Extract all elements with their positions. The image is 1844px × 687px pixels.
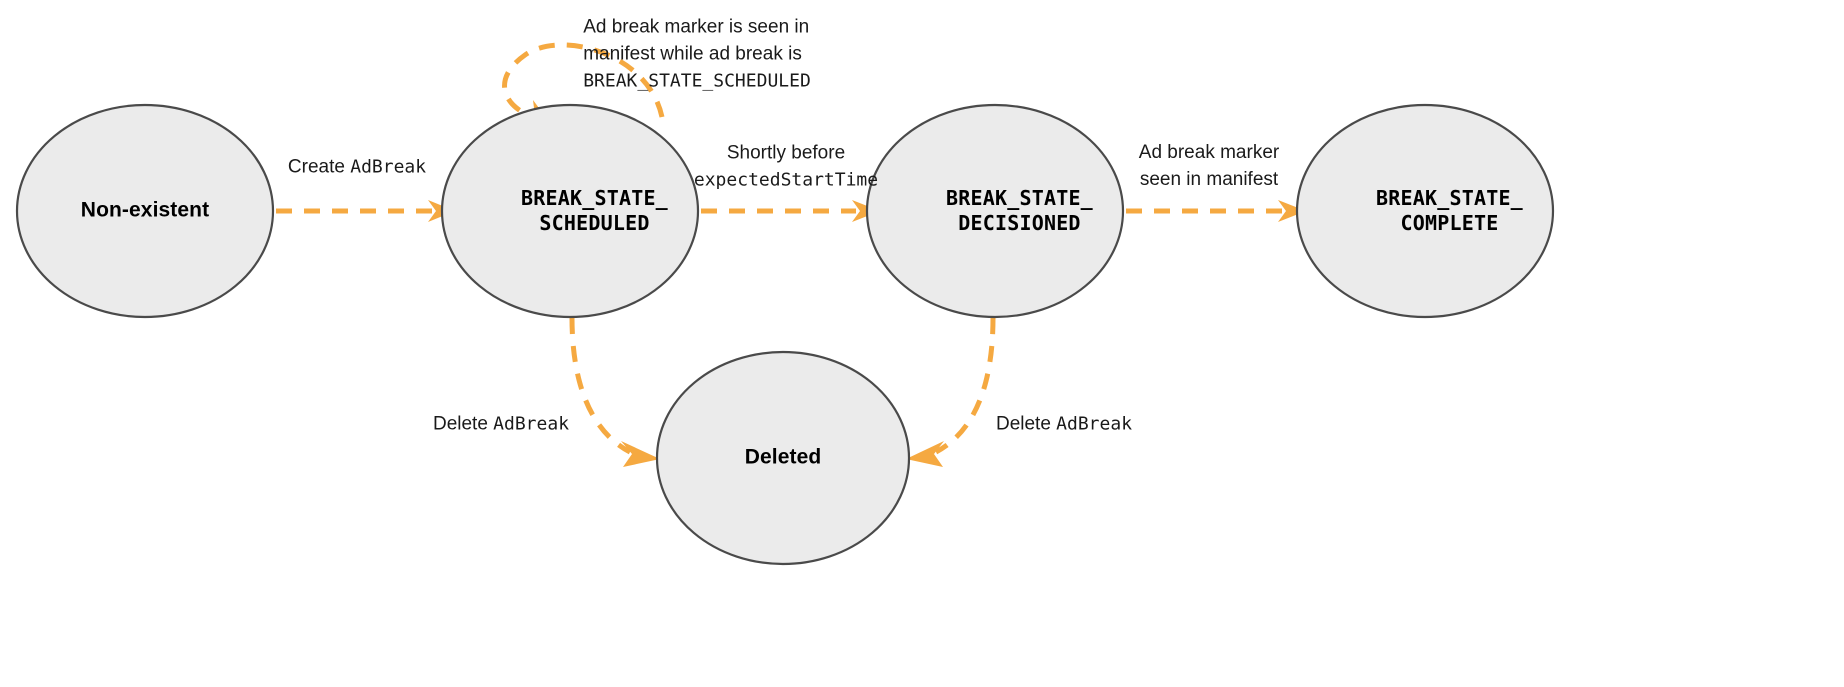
arrowhead [621,441,660,467]
edge-line [934,317,996,455]
arrowhead [1278,200,1306,222]
edge-shortly-before-expected-start-time [701,200,880,222]
edge-ad-break-marker-seen-in-manifest [1126,200,1306,222]
edge-delete-adbreak-from-decisioned [906,317,996,467]
arrowhead [906,441,944,467]
node-deleted[interactable] [655,350,911,566]
node-break-state-complete[interactable] [1295,103,1555,319]
node-break-state-decisioned[interactable] [865,103,1125,319]
node-break-state-scheduled[interactable] [440,103,700,319]
edge-line [569,317,632,455]
edge-line [502,42,665,123]
edge-create-adbreak [276,200,455,222]
node-non-existent[interactable] [15,103,275,319]
edge-delete-adbreak-from-scheduled [569,317,660,467]
